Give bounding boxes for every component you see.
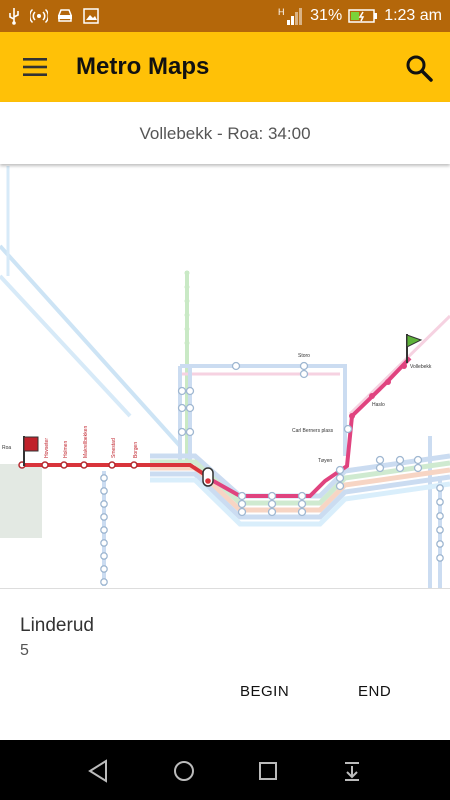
metro-map[interactable]: Vollebekk Haslo Carl Berners plass Storo…	[0, 166, 450, 588]
map-label-smestad: Smestad	[111, 438, 117, 458]
start-flag-icon	[23, 436, 39, 466]
map-label-roa: Roa	[2, 445, 11, 451]
route-summary: Vollebekk - Roa: 34:00	[139, 124, 311, 143]
back-icon[interactable]	[84, 757, 112, 785]
status-bar: H 31% 1:23 am	[0, 0, 450, 32]
recents-icon[interactable]	[254, 757, 282, 785]
home-icon[interactable]	[170, 757, 198, 785]
map-label-vollebekk: Vollebekk	[410, 364, 432, 370]
map-label-hovseter: Hovseter	[44, 438, 50, 458]
map-label-borgen: Borgen	[133, 442, 139, 458]
clock: 1:23 am	[384, 7, 442, 24]
notification-pull-icon[interactable]	[338, 757, 366, 785]
station-info-panel: Linderud 5 BEGIN END	[0, 588, 450, 741]
metro-map-canvas[interactable]: Vollebekk Haslo Carl Berners plass Storo…	[0, 166, 450, 588]
search-icon[interactable]	[404, 53, 434, 83]
end-button[interactable]: END	[358, 683, 392, 700]
hotspot-icon	[30, 8, 48, 24]
end-flag-icon	[406, 334, 423, 363]
station-count: 5	[20, 642, 29, 659]
map-label-toyen: Tøyen	[318, 458, 332, 464]
map-label-makrellbekken: Makrellbekken	[83, 426, 89, 458]
route-summary-bar: Vollebekk - Roa: 34:00	[0, 102, 450, 164]
image-icon	[83, 8, 99, 24]
svg-text:H: H	[278, 7, 285, 17]
usb-icon	[9, 8, 19, 25]
map-label-haslo: Haslo	[372, 402, 385, 408]
car-icon	[58, 9, 72, 22]
app-bar: Metro Maps	[0, 32, 450, 102]
notification-icons	[6, 7, 100, 25]
battery-percent: 31%	[310, 7, 343, 24]
station-name: Linderud	[20, 615, 94, 636]
app-title: Metro Maps	[76, 53, 210, 80]
signal-icon: H	[278, 7, 303, 25]
menu-icon[interactable]	[22, 55, 48, 79]
system-nav-bar	[0, 740, 450, 800]
battery-icon	[348, 9, 378, 23]
map-label-holmen: Holmen	[63, 441, 69, 458]
begin-button[interactable]: BEGIN	[240, 683, 290, 700]
map-label-carl-berners-plass: Carl Berners plass	[292, 428, 334, 434]
map-label-storo: Storo	[298, 353, 310, 359]
